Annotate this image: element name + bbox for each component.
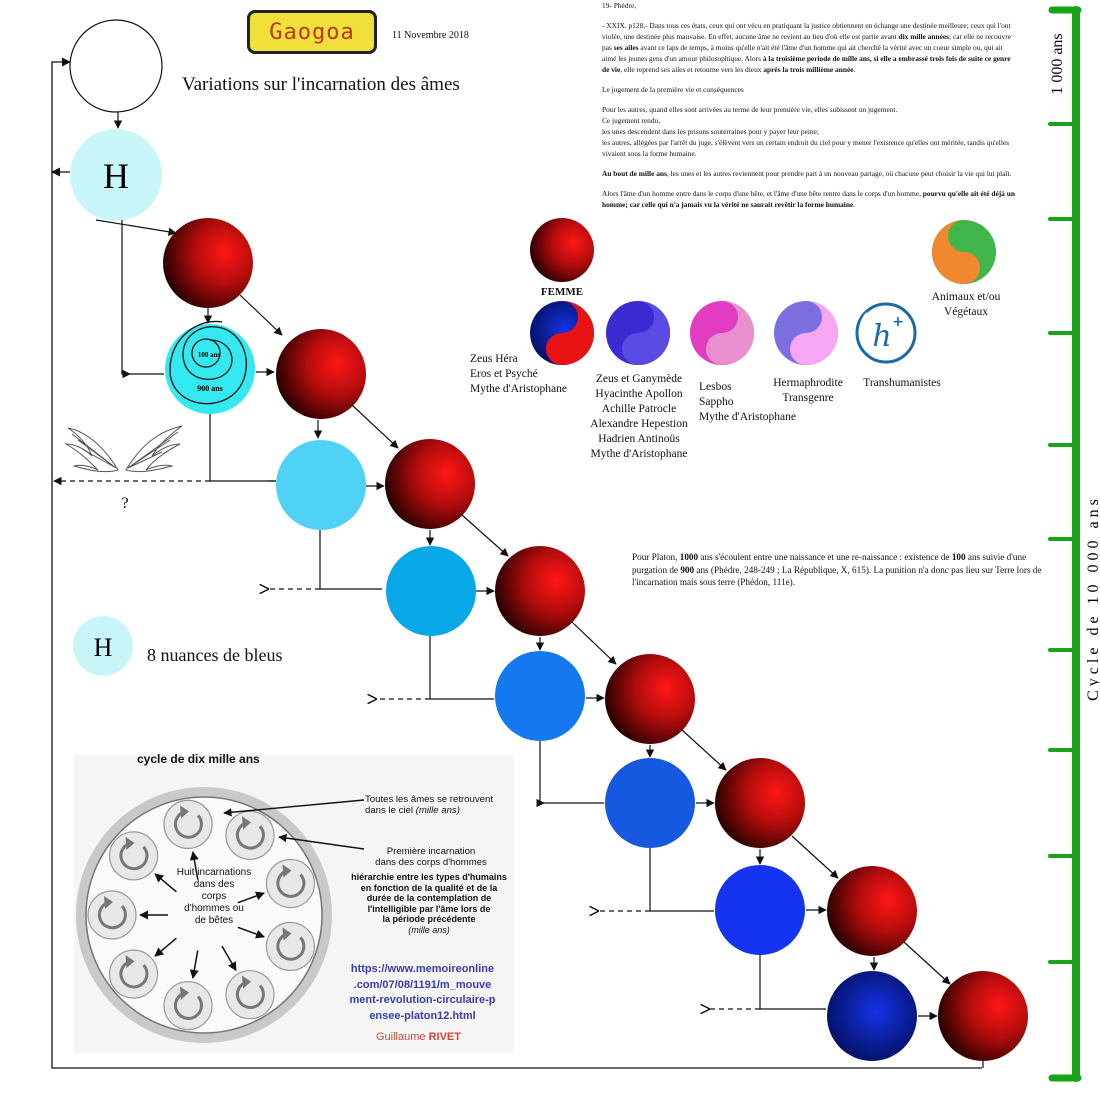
femme-label: FEMME xyxy=(540,286,584,298)
platon-text: Pour Platon, 1000 ans s'écoulent entre u… xyxy=(632,552,1042,587)
zeus-hera-icon xyxy=(530,301,594,365)
blue-balls xyxy=(165,324,917,1061)
wings-illustration xyxy=(64,425,183,473)
question-mark: ? xyxy=(121,495,128,512)
cycle-arrow xyxy=(154,873,177,893)
blue-ball-6 xyxy=(715,865,805,955)
blue-ball-purgation xyxy=(165,324,255,414)
red-ball-5 xyxy=(605,654,695,744)
author: Guillaume RIVET xyxy=(376,1031,461,1043)
phedre-paragraph-1: - XXIX. p128,- Dans tous ces états, ceux… xyxy=(602,21,1011,74)
zeus-ganymede-icon xyxy=(606,301,670,365)
transhumanist-h-plus-icon: h + xyxy=(855,302,917,364)
cycle-diagram xyxy=(76,787,365,1043)
svg-text:+: + xyxy=(892,314,904,330)
outer-loop xyxy=(51,57,982,1069)
red-ball-6 xyxy=(715,758,805,848)
legend-icons: h + xyxy=(530,218,996,365)
cycle-arrow xyxy=(154,937,177,957)
cycle-arrow xyxy=(189,950,199,979)
h-circle xyxy=(70,129,162,221)
cycle-node xyxy=(163,799,213,849)
gaogoa-logo: Gaogoa xyxy=(247,10,377,54)
page-title: Variations sur l'incarnation des âmes xyxy=(182,74,460,95)
cycle-node xyxy=(108,949,159,999)
phedre-text: 19- Phèdre, - XXIX. p128,- Dans tous ces… xyxy=(602,0,1017,219)
date: 11 Novembre 2018 xyxy=(392,30,469,41)
cycle-arrow xyxy=(189,851,199,880)
h-letter: H xyxy=(103,156,129,196)
phedre-paragraph-2: Le jugement de la première vie et conséq… xyxy=(602,85,744,94)
cycle-node xyxy=(265,921,316,972)
red-ball-3 xyxy=(385,439,475,529)
red-ball-2 xyxy=(276,329,366,419)
source-link[interactable]: https://www.memoireonline.com/07/08/1191… xyxy=(349,963,496,1022)
phedre-heading: 19- Phèdre, xyxy=(602,1,637,10)
red-balls xyxy=(163,218,1028,1061)
red-ball-1 xyxy=(163,218,253,308)
svg-text:h: h xyxy=(872,319,891,354)
red-ball-7 xyxy=(827,866,917,956)
blue-ball-4 xyxy=(495,651,585,741)
nuances-h-circle xyxy=(73,616,133,676)
cycle-node xyxy=(108,831,159,881)
hermaphrodite-icon xyxy=(774,301,838,365)
phedre-paragraph-3: Pour les autres, quand elles sont arrivé… xyxy=(602,105,1010,158)
phedre-paragraph-5: Alors l'âme d'un homme entre dans le cor… xyxy=(602,189,1015,209)
transhumanistes-label: Transhumanistes xyxy=(863,377,941,389)
phedre-paragraph-4: Au bout de mille ans, les unes et les au… xyxy=(602,169,1012,178)
cycle-arrow xyxy=(221,945,237,972)
cycle-node xyxy=(225,970,275,1020)
nuances-label: 8 nuances de bleus xyxy=(147,645,283,665)
cycle-node xyxy=(163,981,213,1031)
cycle-node xyxy=(225,810,275,860)
purgation-100-label: 100 ans xyxy=(198,351,221,359)
red-ball-8 xyxy=(938,971,1028,1061)
nuances-h-letter: H xyxy=(94,633,113,662)
flow-arrows xyxy=(53,294,984,1068)
blue-ball-5 xyxy=(605,758,695,848)
lesbos-icon xyxy=(690,301,754,365)
timeline-side-label: C y c l e d e 1 0 0 0 0 a n s xyxy=(1085,499,1100,701)
top-empty-circle xyxy=(69,19,163,113)
cycle-arrow xyxy=(237,926,265,939)
blue-ball-3 xyxy=(386,546,476,636)
red-ball-4 xyxy=(495,546,585,636)
purgation-900-label: 900 ans xyxy=(197,384,223,393)
timeline-top-label: 1 000 ans xyxy=(1049,33,1066,94)
cycle-node xyxy=(265,858,316,909)
femme-icon xyxy=(530,218,594,282)
blue-ball-2 xyxy=(276,440,366,530)
cycle-arrow xyxy=(237,891,265,904)
cycle-title: cycle de dix mille ans xyxy=(137,752,260,766)
blue-ball-7 xyxy=(827,971,917,1061)
animaux-vegetaux-icon xyxy=(932,220,996,284)
purgation-spiral xyxy=(169,320,247,405)
timeline-bar xyxy=(1048,6,1082,1082)
cycle-node xyxy=(87,890,137,940)
logo-text: Gaogoa xyxy=(269,19,355,45)
